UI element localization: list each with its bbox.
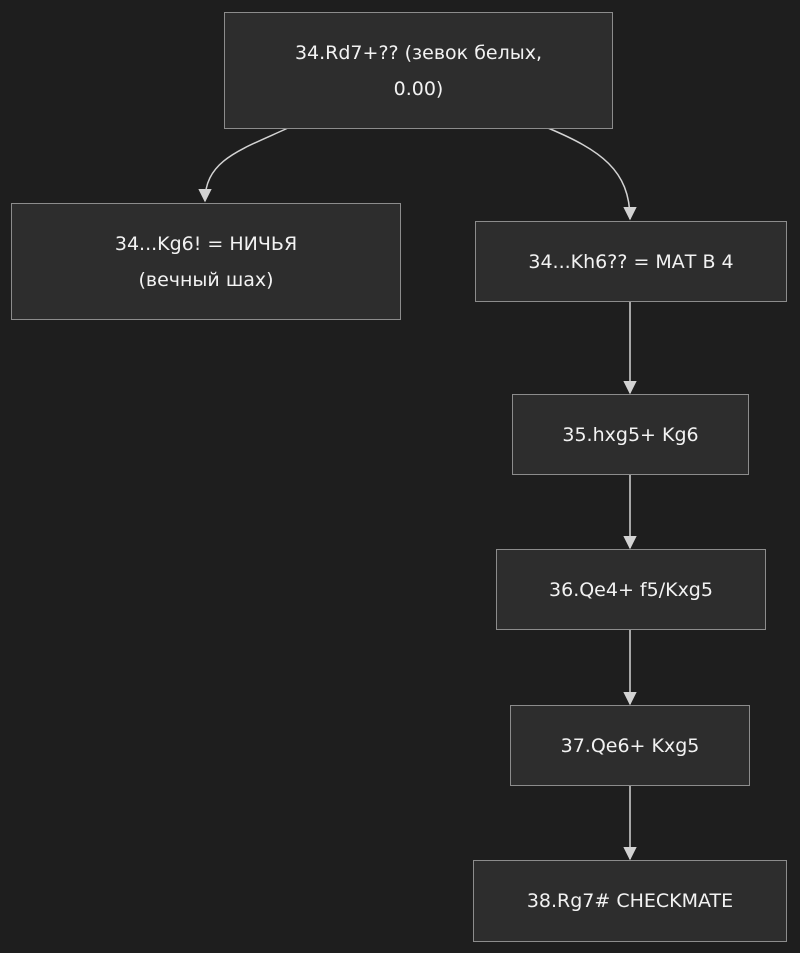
edge-root-to-mate-line xyxy=(547,127,637,221)
node-label-line: 36.Qe4+ f5/Kxg5 xyxy=(549,578,713,601)
node-label-line: 35.hxg5+ Kg6 xyxy=(562,423,699,446)
node-label-line: 34...Kg6! = НИЧЬЯ xyxy=(114,232,298,255)
node-move-37: 37.Qe6+ Kxg5 xyxy=(510,705,750,786)
node-mate-line-34-kh6: 34...Kh6?? = МАТ В 4 xyxy=(475,221,787,302)
node-draw-34-kg6: 34...Kg6! = НИЧЬЯ (вечный шах) xyxy=(11,203,401,320)
node-root-move-34-rd7: 34.Rd7+?? (зевок белых, 0.00) xyxy=(224,12,613,129)
node-label-line: 38.Rg7# CHECKMATE xyxy=(526,890,734,912)
node-move-36: 36.Qe4+ f5/Kxg5 xyxy=(496,549,766,630)
edge-root-to-draw xyxy=(198,127,289,203)
node-label-line: (вечный шах) xyxy=(138,268,274,291)
node-move-38-checkmate: 38.Rg7# CHECKMATE xyxy=(473,860,787,942)
node-label-line: 0.00) xyxy=(393,77,444,100)
node-move-35: 35.hxg5+ Kg6 xyxy=(512,394,749,475)
node-label-line: 37.Qe6+ Kxg5 xyxy=(560,734,700,757)
node-label-line: 34...Kh6?? = МАТ В 4 xyxy=(528,250,734,273)
node-label-line: 34.Rd7+?? (зевок белых, xyxy=(294,41,543,64)
